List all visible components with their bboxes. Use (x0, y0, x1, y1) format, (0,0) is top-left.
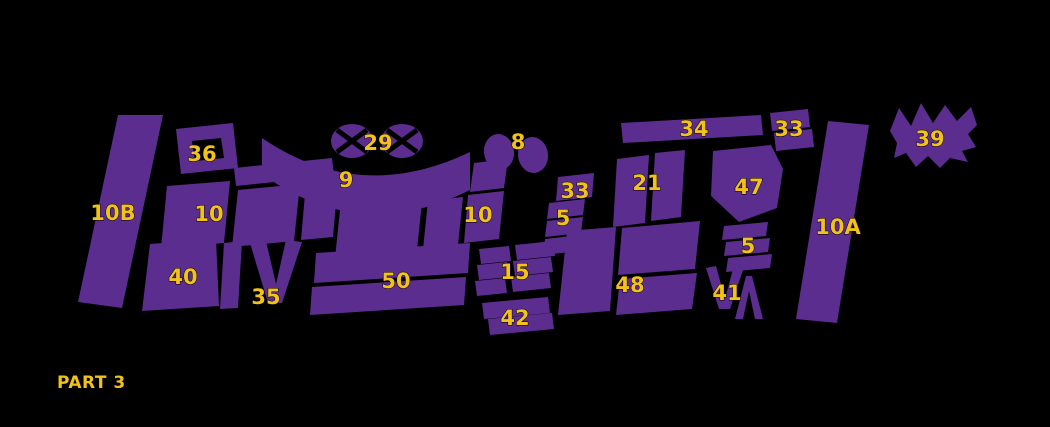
piece-39-shape (890, 103, 977, 168)
label-41: 41 (712, 281, 741, 305)
piece-34-shape (621, 115, 763, 143)
piece-15-r3a (475, 278, 507, 296)
piece-15-r1b (515, 241, 555, 260)
piece-50-bar2 (310, 277, 466, 315)
piece-15-r1a (479, 246, 511, 264)
piece-42-bar1 (482, 297, 550, 319)
piece-48-slab-lower (616, 273, 697, 315)
wheel-cutouts (335, 127, 419, 155)
label-36: 36 (187, 142, 216, 166)
piece-33b-bar2 (774, 129, 814, 151)
piece-10b2-slab1 (335, 202, 422, 258)
piece-10a-shape (796, 121, 869, 323)
piece-41-v-shape (706, 265, 744, 309)
wheel-left-cut-2 (335, 127, 369, 155)
piece-10b-shape (78, 115, 163, 308)
label-10b: 10B (90, 201, 135, 225)
piece-47-shape (711, 145, 783, 222)
piece-50-bar1 (314, 243, 470, 283)
piece-21-slab2 (651, 150, 685, 221)
label-47: 47 (734, 175, 763, 199)
piece-36-shape (176, 123, 238, 174)
label-5: 5 (556, 206, 571, 230)
label-35: 35 (251, 285, 280, 309)
piece-8-oval-left (483, 134, 515, 170)
piece-10b2-slab3 (464, 191, 504, 243)
label-34: 34 (679, 117, 708, 141)
label-5-second: 5 (741, 234, 756, 258)
label-10a: 10A (815, 215, 861, 239)
piece-40-shape (142, 239, 219, 311)
piece-10-slab2 (232, 184, 300, 247)
label-39: 39 (915, 127, 944, 151)
piece-15-r2b (513, 257, 553, 276)
label-8: 8 (511, 130, 526, 154)
piece-48-slab-left (558, 227, 616, 315)
piece-15-r2a (477, 262, 509, 280)
piece-15-r3b (511, 273, 551, 292)
label-48: 48 (615, 273, 644, 297)
piece-8-oval-right (517, 137, 549, 173)
label-10-second: 10 (463, 203, 492, 227)
diagram-labels: 10B 36 10 40 35 9 29 50 10 42 15 8 5 33 … (90, 117, 945, 331)
part-title: PART 3 (57, 373, 126, 393)
piece-10-slab1 (161, 181, 230, 248)
piece-21-slab1 (613, 155, 649, 227)
piece-10b2-slab2 (423, 197, 463, 249)
piece-33b-bar1 (770, 109, 810, 131)
piece-5b-bar2 (724, 238, 770, 256)
piece-35-bar (220, 241, 242, 309)
label-10: 10 (194, 202, 223, 226)
piece-48-slab-upper (618, 221, 700, 275)
piece-5-bar1 (547, 199, 585, 219)
piece-41-caret-shape (735, 276, 763, 319)
label-50: 50 (381, 269, 410, 293)
label-33-second: 33 (774, 117, 803, 141)
label-21: 21 (632, 171, 661, 195)
piece-33-shape (556, 173, 594, 201)
piece-5b-bar1 (722, 222, 768, 240)
label-33: 33 (560, 179, 589, 203)
label-15: 15 (500, 260, 529, 284)
piece-42-bar2 (488, 313, 554, 335)
label-29: 29 (363, 131, 392, 155)
wheel-right-cut-2 (385, 127, 419, 155)
piece-35-v-shape (250, 240, 302, 303)
label-42: 42 (500, 306, 529, 330)
label-9: 9 (339, 168, 354, 192)
piece-9-arc (262, 138, 470, 215)
label-40: 40 (168, 265, 197, 289)
